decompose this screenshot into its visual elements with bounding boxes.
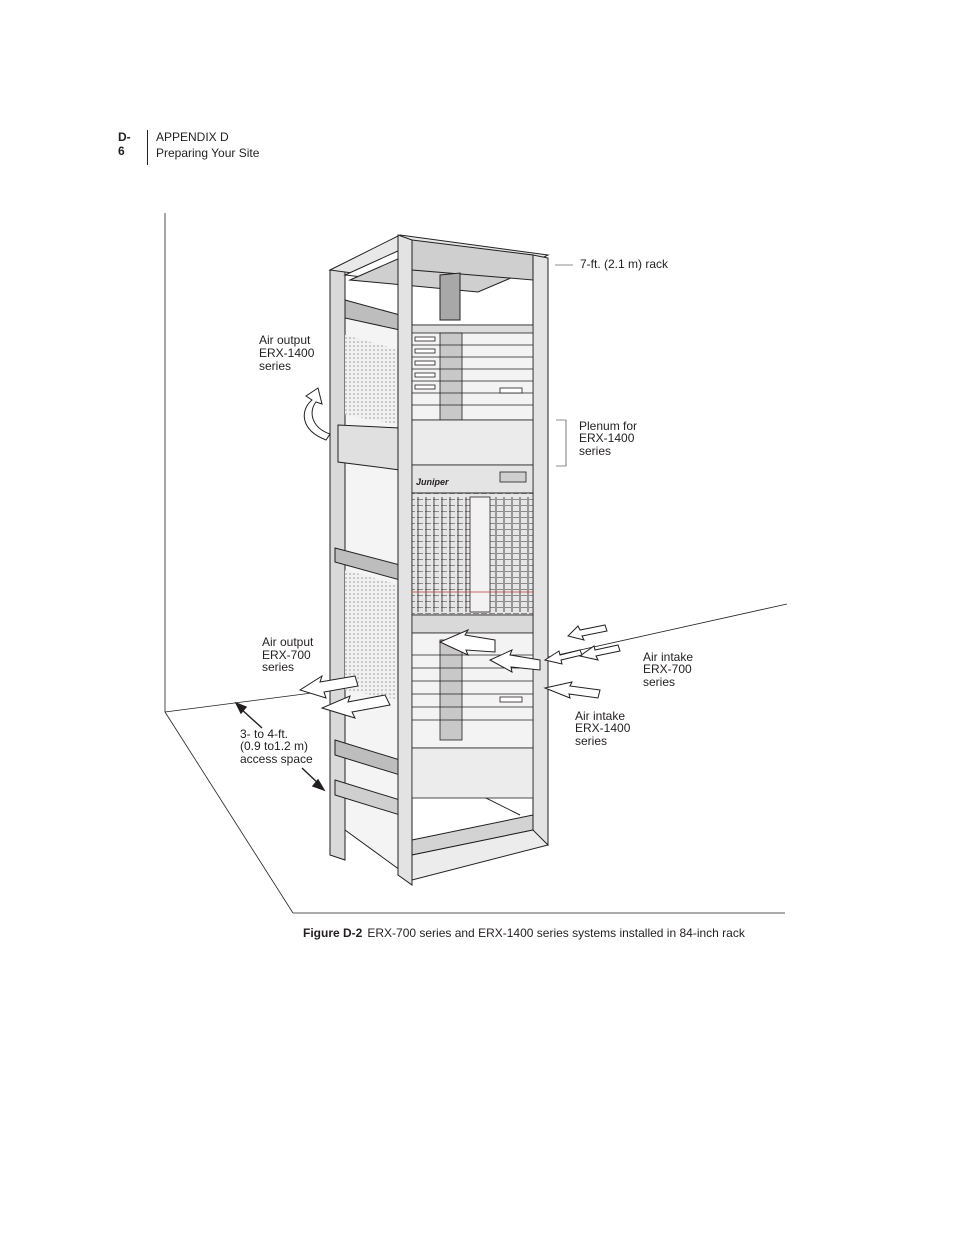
erx-700-chassis (411, 614, 534, 799)
air-intake-700-arrow-2 (578, 644, 621, 661)
plenum-panel (411, 419, 534, 466)
air-output-1400-line2: ERX-1400 (259, 346, 315, 360)
section-title: Preparing Your Site (156, 146, 260, 160)
figure-caption: Figure D-2 ERX-700 series and ERX-1400 se… (303, 926, 745, 940)
appendix-title: APPENDIX D (156, 130, 229, 144)
air-intake-700-line3: series (643, 675, 675, 689)
access-space-line2: (0.9 to1.2 m) (240, 739, 308, 753)
air-output-700-line2: ERX-700 (262, 648, 311, 662)
air-intake-700-line2: ERX-700 (643, 662, 692, 676)
air-output-700-line3: series (262, 660, 294, 674)
figure-caption-text: ERX-700 series and ERX-1400 series syste… (367, 926, 745, 940)
air-intake-700-arrow-3 (543, 649, 583, 665)
air-intake-1400-line2: ERX-1400 (575, 721, 631, 735)
air-output-1400-line1: Air output (259, 333, 311, 347)
rack-height-label: 7-ft. (2.1 m) rack (580, 257, 669, 271)
rack-frame (328, 234, 550, 886)
air-intake-700-arrow (567, 624, 608, 641)
plenum-line1: Plenum for (579, 419, 637, 433)
access-space-arrow (234, 701, 326, 792)
air-intake-1400-arrow (543, 681, 601, 699)
callout-lines (555, 264, 573, 467)
page-number: D-6 (118, 130, 131, 158)
air-intake-1400-line1: Air intake (575, 709, 625, 723)
air-intake-700-line1: Air intake (643, 650, 693, 664)
figure-caption-label: Figure D-2 (303, 926, 363, 940)
air-output-700-arrow (298, 674, 359, 699)
airflow-arrows (298, 387, 621, 719)
air-output-1400-arrow (303, 387, 331, 441)
juniper-logo: Juniper (416, 477, 449, 487)
air-output-700-arrow-2 (320, 694, 391, 719)
plenum-line3: series (579, 444, 611, 458)
header-divider (147, 130, 148, 165)
erx-1400-main-chassis (411, 464, 534, 616)
front-airflow-arrow-2 (488, 649, 541, 673)
plenum-line2: ERX-1400 (579, 431, 635, 445)
access-space-line1: 3- to 4-ft. (240, 727, 288, 741)
air-output-1400-line3: series (259, 359, 291, 373)
air-intake-1400-line3: series (575, 734, 607, 748)
erx-1400-chassis (411, 324, 534, 421)
front-airflow-arrow (438, 628, 496, 656)
air-output-700-line1: Air output (262, 635, 314, 649)
access-space-line3: access space (240, 752, 313, 766)
